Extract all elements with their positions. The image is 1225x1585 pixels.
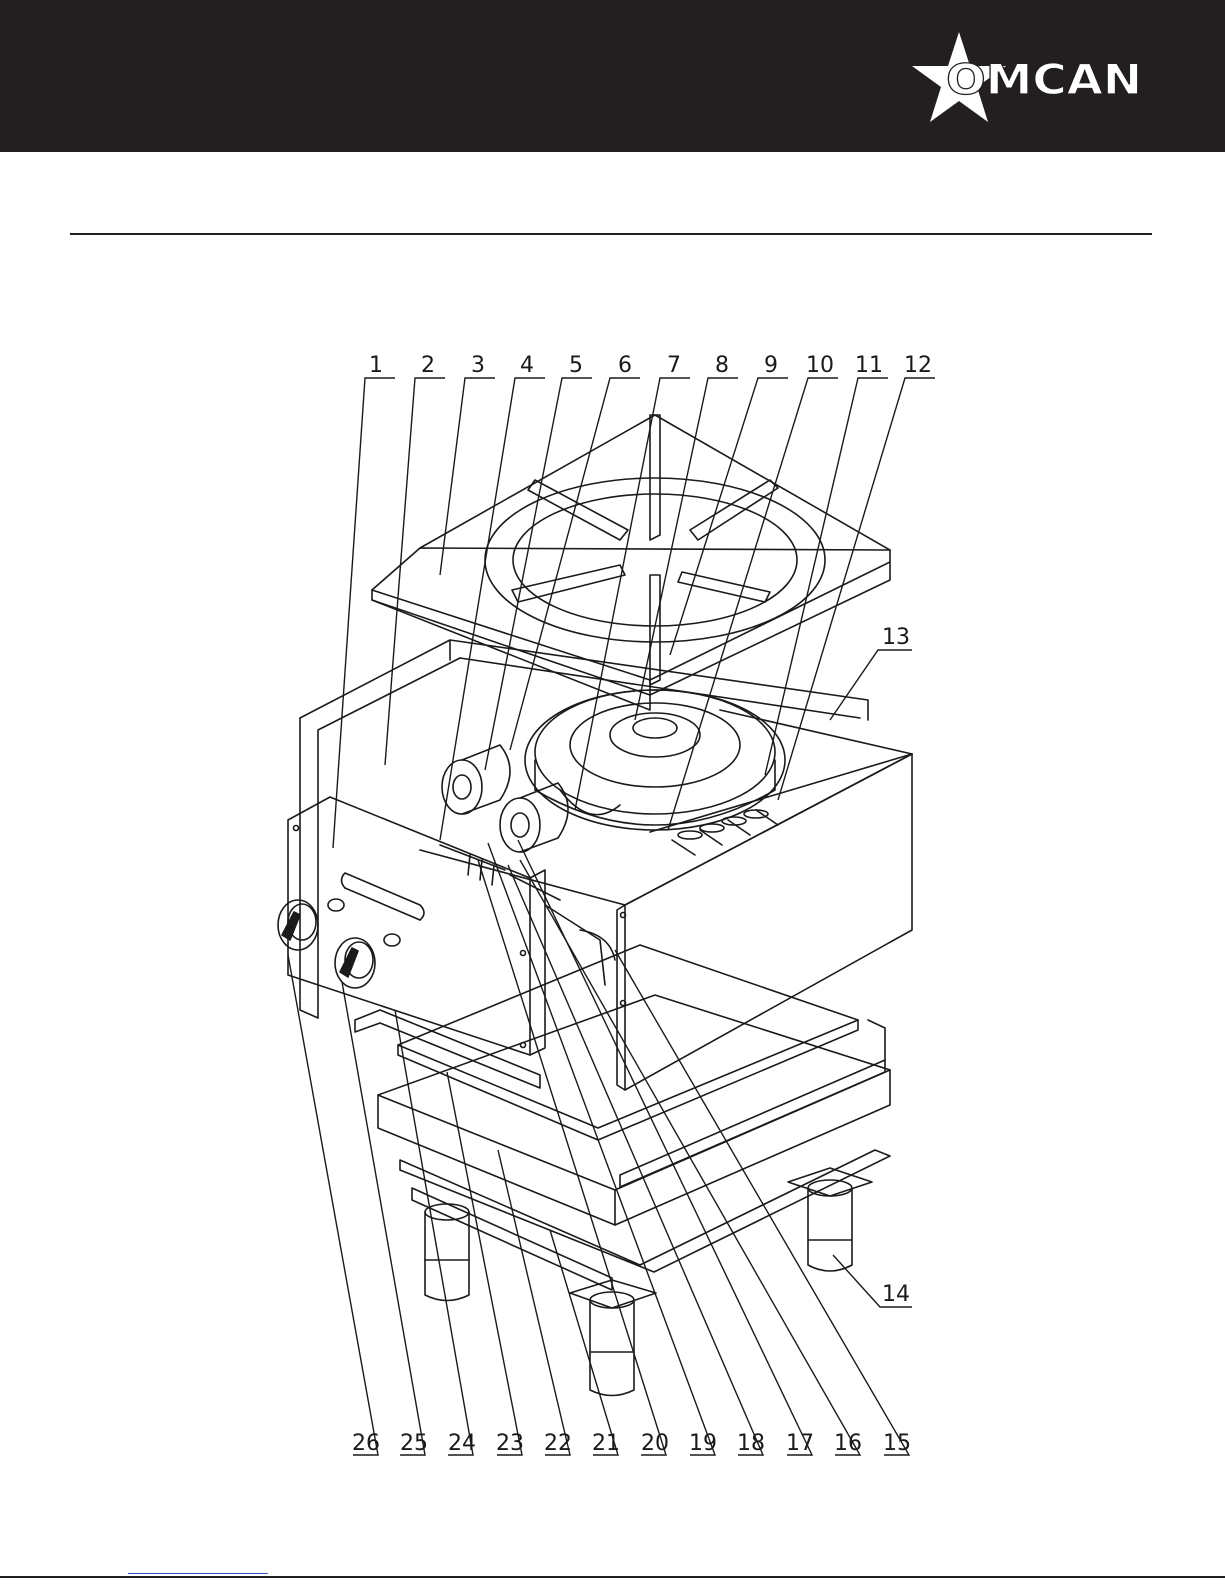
callout-13: 13 [882, 625, 910, 650]
callout-19: 19 [689, 1431, 717, 1456]
callout-14: 14 [882, 1282, 910, 1307]
callout-15: 15 [883, 1431, 911, 1456]
footer-link-underline [128, 1573, 268, 1574]
callout-22: 22 [544, 1431, 572, 1456]
callout-5: 5 [569, 353, 583, 378]
callout-9: 9 [764, 353, 778, 378]
callout-20: 20 [641, 1431, 669, 1456]
leg-right [788, 1168, 872, 1271]
callout-24: 24 [448, 1431, 476, 1456]
callout-6: 6 [618, 353, 632, 378]
callout-26: 26 [352, 1431, 380, 1456]
front-control-panel [288, 797, 545, 1055]
callout-10: 10 [806, 353, 834, 378]
callout-leaders [288, 378, 935, 1455]
callout-3: 3 [471, 353, 485, 378]
callout-18: 18 [737, 1431, 765, 1456]
footer-divider [0, 1576, 1225, 1578]
control-knob-right [335, 938, 375, 988]
inner-base-plate [420, 710, 912, 905]
burner-assembly [525, 690, 785, 830]
right-side-panel [617, 754, 912, 1090]
callout-23: 23 [496, 1431, 524, 1456]
control-knob-left [278, 900, 318, 950]
callout-4: 4 [520, 353, 534, 378]
callout-1: 1 [369, 353, 383, 378]
callout-17: 17 [786, 1431, 814, 1456]
callout-7: 7 [667, 353, 681, 378]
drip-plate [398, 945, 858, 1140]
callout-16: 16 [834, 1431, 862, 1456]
callout-25: 25 [400, 1431, 428, 1456]
callout-8: 8 [715, 353, 729, 378]
callout-21: 21 [592, 1431, 620, 1456]
callout-2: 2 [421, 353, 435, 378]
callout-12: 12 [904, 353, 932, 378]
callout-11: 11 [855, 353, 883, 378]
